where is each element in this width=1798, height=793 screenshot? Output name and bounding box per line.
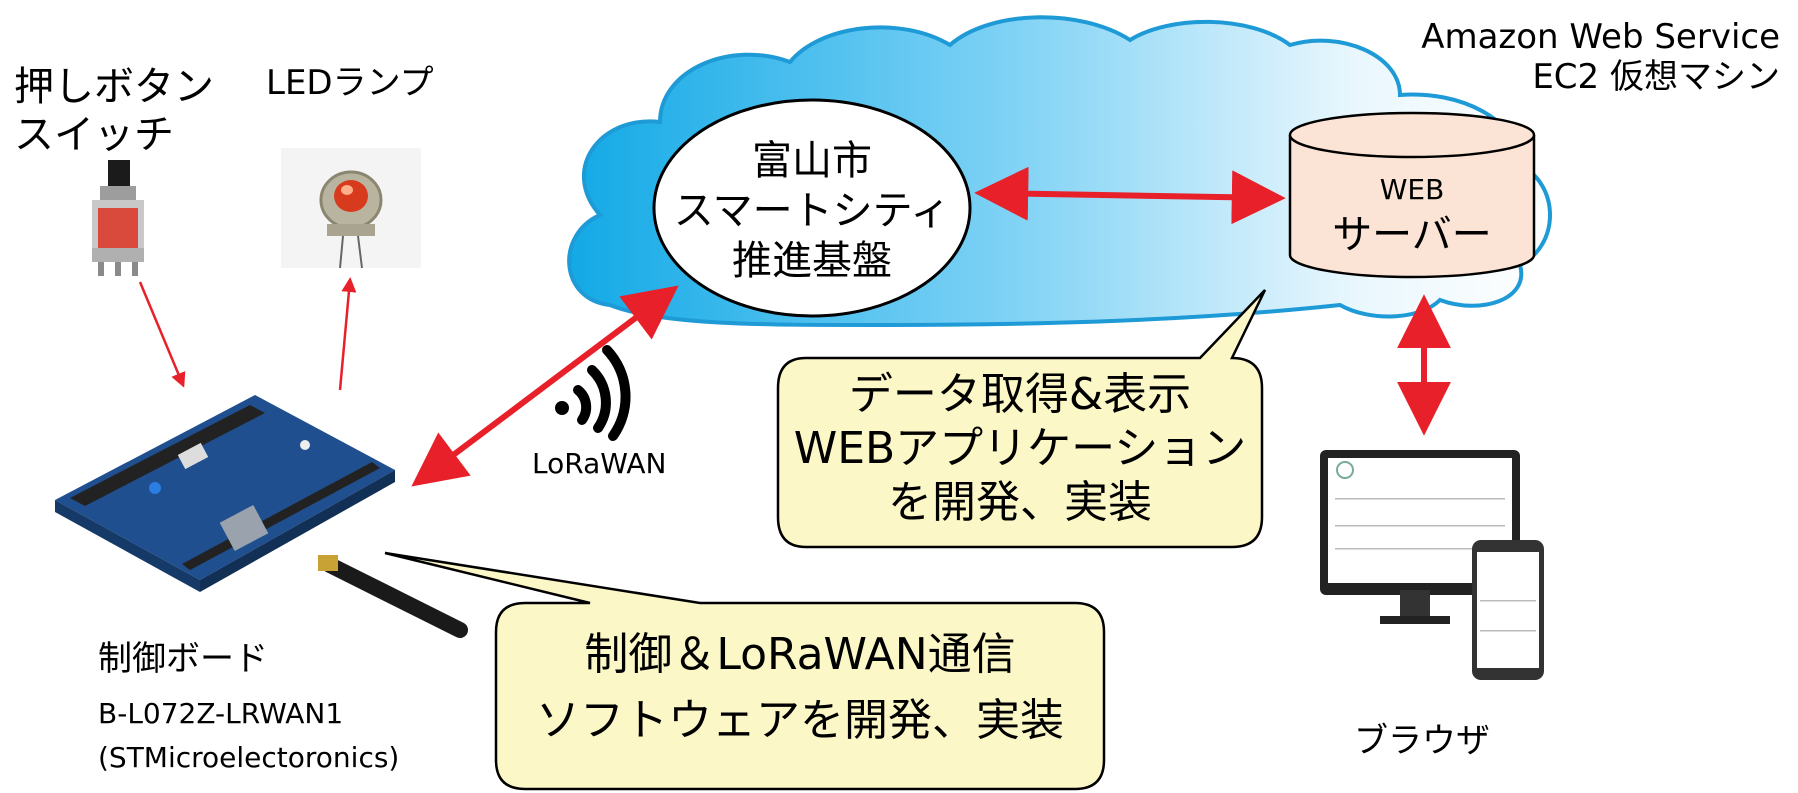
callout-web-app-line3: を開発、実装 (888, 477, 1152, 528)
control-board-title: 制御ボード (98, 639, 268, 679)
callout-firmware-line1: 制御＆LoRaWAN通信 (584, 629, 1016, 680)
callout-firmware-shape (384, 551, 1106, 791)
arrow-platform-server (974, 166, 1286, 225)
led-lamp-label: LEDランプ (266, 63, 434, 103)
callout-firmware-line2: ソフトウェアを開発、実装 (536, 695, 1064, 746)
arrow-board-lamp (338, 277, 357, 391)
led-lamp-photo (281, 148, 421, 269)
control-board-model: B-L072Z-LRWAN1 (98, 697, 344, 730)
platform-line1: 富山市 (752, 138, 872, 184)
push-button-label-line2: スイッチ (14, 112, 174, 158)
lorawan-label: LoRaWAN (532, 447, 667, 480)
push-button-label-line1: 押しボタン (14, 64, 214, 110)
push-button-photo (92, 160, 144, 276)
browser-devices-illustration (1320, 450, 1544, 680)
wireless-signal-icon (555, 345, 631, 441)
web-server-cylinder (1288, 111, 1536, 279)
platform-ellipse (652, 98, 972, 318)
control-board-maker: (STMicroelectoronics) (98, 741, 400, 774)
callout-web-app-line1: データ取得&表示 (848, 369, 1192, 420)
platform-line3: 推進基盤 (732, 238, 892, 284)
cloud-provider-line1: Amazon Web Service (1421, 17, 1780, 57)
cloud-provider-line2: EC2 仮想マシン (1532, 57, 1780, 97)
platform-line2: スマートシティ (673, 188, 951, 234)
arrow-button-board (138, 281, 186, 388)
web-server-line1: WEB (1379, 173, 1445, 206)
callout-web-app-line2: WEBアプリケーション (793, 423, 1247, 474)
arrow-board-platform (411, 285, 679, 487)
browser-label: ブラウザ (1354, 721, 1490, 761)
web-server-line2: サーバー (1332, 212, 1492, 258)
control-board-photo (55, 395, 468, 638)
callout-web-app-shape (776, 289, 1267, 549)
